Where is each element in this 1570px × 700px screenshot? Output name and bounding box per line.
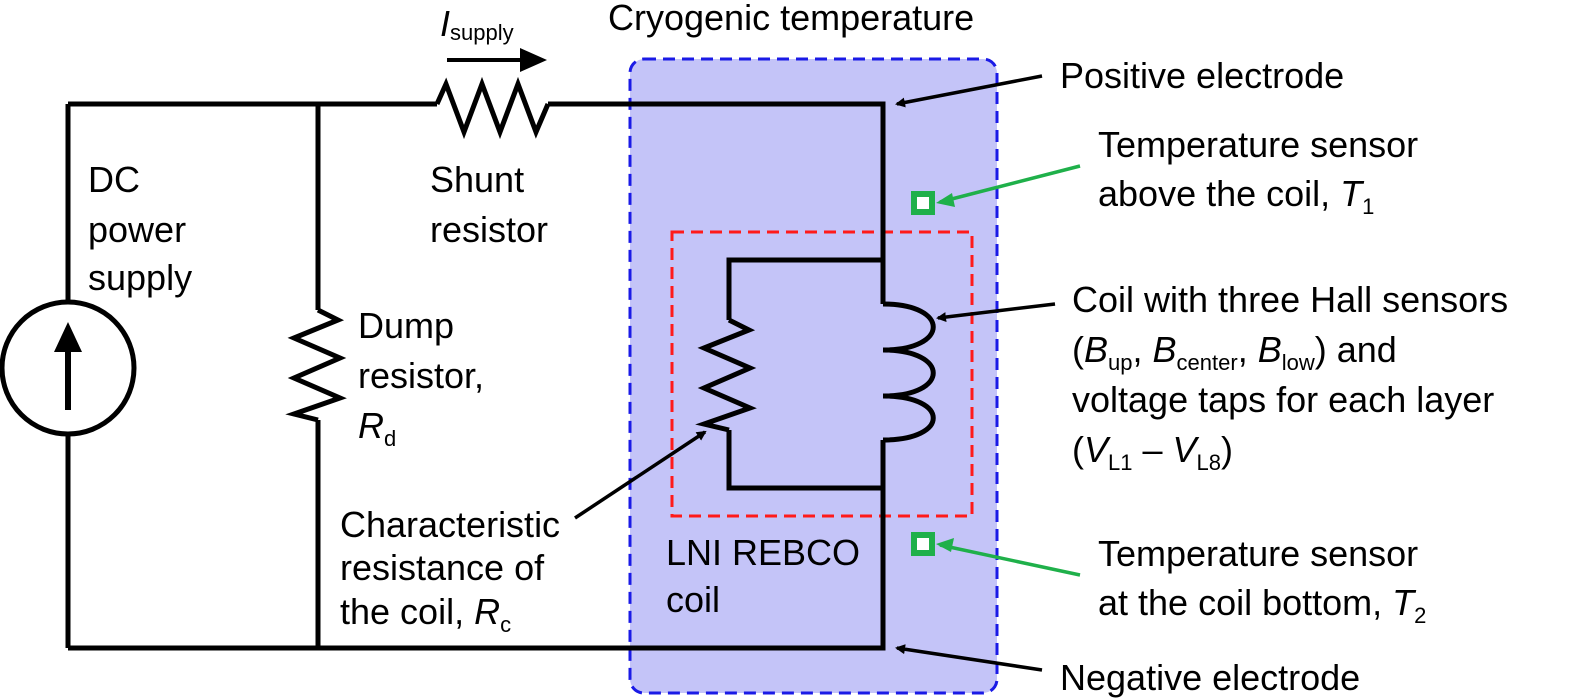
dump-label-line3: Rd: [358, 405, 396, 451]
dc-supply-label-line2: power: [88, 209, 186, 250]
positive-electrode-arrow: [895, 74, 1043, 108]
dc-supply-label-line3: supply: [88, 257, 192, 298]
sensor-top-arrow: [939, 164, 1081, 204]
coil-desc-line4: (VL1 – VL8): [1072, 429, 1233, 475]
characteristic-arrow: [574, 430, 707, 520]
temperature-sensor-bottom-icon: [911, 532, 935, 556]
negative-electrode-label: Negative electrode: [1060, 657, 1360, 698]
coil-desc-arrow: [936, 302, 1056, 323]
temperature-sensor-top-icon: [911, 191, 935, 215]
shunt-label-line1: Shunt: [430, 159, 524, 200]
shunt-resistor: [434, 76, 551, 140]
coil-box-label-line1: LNI REBCO: [666, 532, 860, 573]
wiring: [65, 101, 886, 651]
coil-box-label-line2: coil: [666, 579, 720, 620]
coil-desc-line3: voltage taps for each layer: [1072, 379, 1494, 420]
characteristic-label-line1: Characteristic: [340, 504, 560, 545]
negative-electrode-arrow: [895, 644, 1043, 672]
sensor-top-arrowhead: [936, 193, 955, 207]
supply-current-label: Isupply: [440, 3, 514, 45]
cryogenic-region: [628, 57, 999, 695]
sensor-top-label-line1: Temperature sensor: [1098, 124, 1418, 165]
cryogenic-label: Cryogenic temperature: [608, 0, 974, 38]
sensor-bottom-arrowhead: [936, 538, 954, 552]
sensor-bottom-label-line2: at the coil bottom, T2: [1098, 582, 1426, 628]
characteristic-resistor: [695, 317, 757, 433]
characteristic-label-line2: resistance of: [340, 547, 545, 588]
coil-inductor: [882, 301, 936, 443]
coil-box: [670, 230, 974, 518]
characteristic-label-line3: the coil, Rc: [340, 591, 511, 637]
dump-label-line1: Dump: [358, 305, 454, 346]
shunt-label-line2: resistor: [430, 209, 548, 250]
sensor-bottom-arrow: [939, 543, 1081, 577]
sensor-top-label-line2: above the coil, T1: [1098, 173, 1374, 219]
coil-desc-line2: (Bup, Bcenter, Blow) and: [1072, 329, 1397, 375]
coil-desc-line1: Coil with three Hall sensors: [1072, 279, 1508, 320]
positive-electrode-label: Positive electrode: [1060, 55, 1344, 96]
dump-resistor: [285, 307, 347, 423]
supply-current-arrow: [447, 48, 547, 72]
sensor-bottom-label-line1: Temperature sensor: [1098, 533, 1418, 574]
dc-supply-label-line1: DC: [88, 159, 140, 200]
dc-current-source: [0, 299, 137, 437]
dump-label-line2: resistor,: [358, 355, 484, 396]
